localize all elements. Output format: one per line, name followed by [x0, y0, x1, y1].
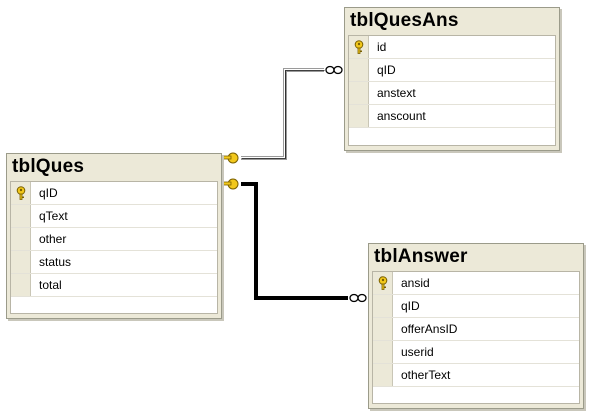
- column-row[interactable]: offerAnsID: [373, 318, 579, 341]
- one-end-key-icon: [221, 178, 239, 190]
- column-name: anstext: [377, 86, 416, 100]
- row-selector[interactable]: [373, 364, 393, 386]
- column-row[interactable]: qText: [11, 205, 217, 228]
- column-row[interactable]: userid: [373, 341, 579, 364]
- row-selector[interactable]: [373, 295, 393, 317]
- row-selector[interactable]: [349, 36, 369, 58]
- many-end-infinity-icon: [325, 65, 343, 75]
- column-name: userid: [401, 345, 434, 359]
- primary-key-icon: [378, 276, 388, 290]
- column-name: qText: [39, 209, 68, 223]
- column-list: qID qText other status total: [10, 181, 218, 314]
- row-selector[interactable]: [373, 341, 393, 363]
- column-row[interactable]: other: [11, 228, 217, 251]
- column-row[interactable]: ansid: [373, 272, 579, 295]
- row-selector[interactable]: [349, 59, 369, 81]
- table-title[interactable]: tblQues: [12, 156, 85, 177]
- column-row[interactable]: id: [349, 36, 555, 59]
- table-title[interactable]: tblQuesAns: [350, 10, 459, 31]
- row-selector[interactable]: [11, 274, 31, 296]
- column-row[interactable]: anstext: [349, 82, 555, 105]
- column-row[interactable]: total: [11, 274, 217, 297]
- column-name: status: [39, 255, 72, 269]
- row-selector[interactable]: [11, 228, 31, 250]
- primary-key-icon: [354, 40, 364, 54]
- column-name: anscount: [377, 109, 426, 123]
- column-name: ansid: [401, 276, 430, 290]
- column-name: total: [39, 278, 62, 292]
- table-tblquesans[interactable]: tblQuesAns id qID anstext anscount: [344, 7, 560, 151]
- primary-key-icon: [16, 186, 26, 200]
- column-name: offerAnsID: [401, 322, 458, 336]
- row-selector[interactable]: [11, 205, 31, 227]
- one-end-key-icon: [221, 152, 239, 164]
- column-name: id: [377, 40, 387, 54]
- row-selector[interactable]: [349, 82, 369, 104]
- column-name: otherText: [401, 368, 451, 382]
- column-list: id qID anstext anscount: [348, 35, 556, 146]
- table-title[interactable]: tblAnswer: [374, 246, 468, 267]
- column-row[interactable]: anscount: [349, 105, 555, 128]
- row-selector[interactable]: [11, 251, 31, 273]
- row-selector[interactable]: [11, 182, 31, 204]
- relationship-ques-quesans[interactable]: [241, 68, 325, 160]
- row-selector[interactable]: [373, 272, 393, 294]
- column-row[interactable]: status: [11, 251, 217, 274]
- column-row[interactable]: qID: [11, 182, 217, 205]
- column-list: ansid qID offerAnsID userid otherText: [372, 271, 580, 404]
- row-selector[interactable]: [373, 318, 393, 340]
- column-name: other: [39, 232, 67, 246]
- column-name: qID: [401, 299, 420, 313]
- column-row[interactable]: otherText: [373, 364, 579, 387]
- column-name: qID: [39, 186, 58, 200]
- table-tblques[interactable]: tblQues qID qText other status: [6, 153, 222, 319]
- table-tblanswer[interactable]: tblAnswer ansid qID offerAnsID userid: [368, 243, 584, 409]
- relationship-ques-answer[interactable]: [241, 182, 348, 300]
- row-selector[interactable]: [349, 105, 369, 127]
- many-end-infinity-icon: [349, 293, 367, 303]
- column-row[interactable]: qID: [349, 59, 555, 82]
- column-row[interactable]: qID: [373, 295, 579, 318]
- column-name: qID: [377, 63, 396, 77]
